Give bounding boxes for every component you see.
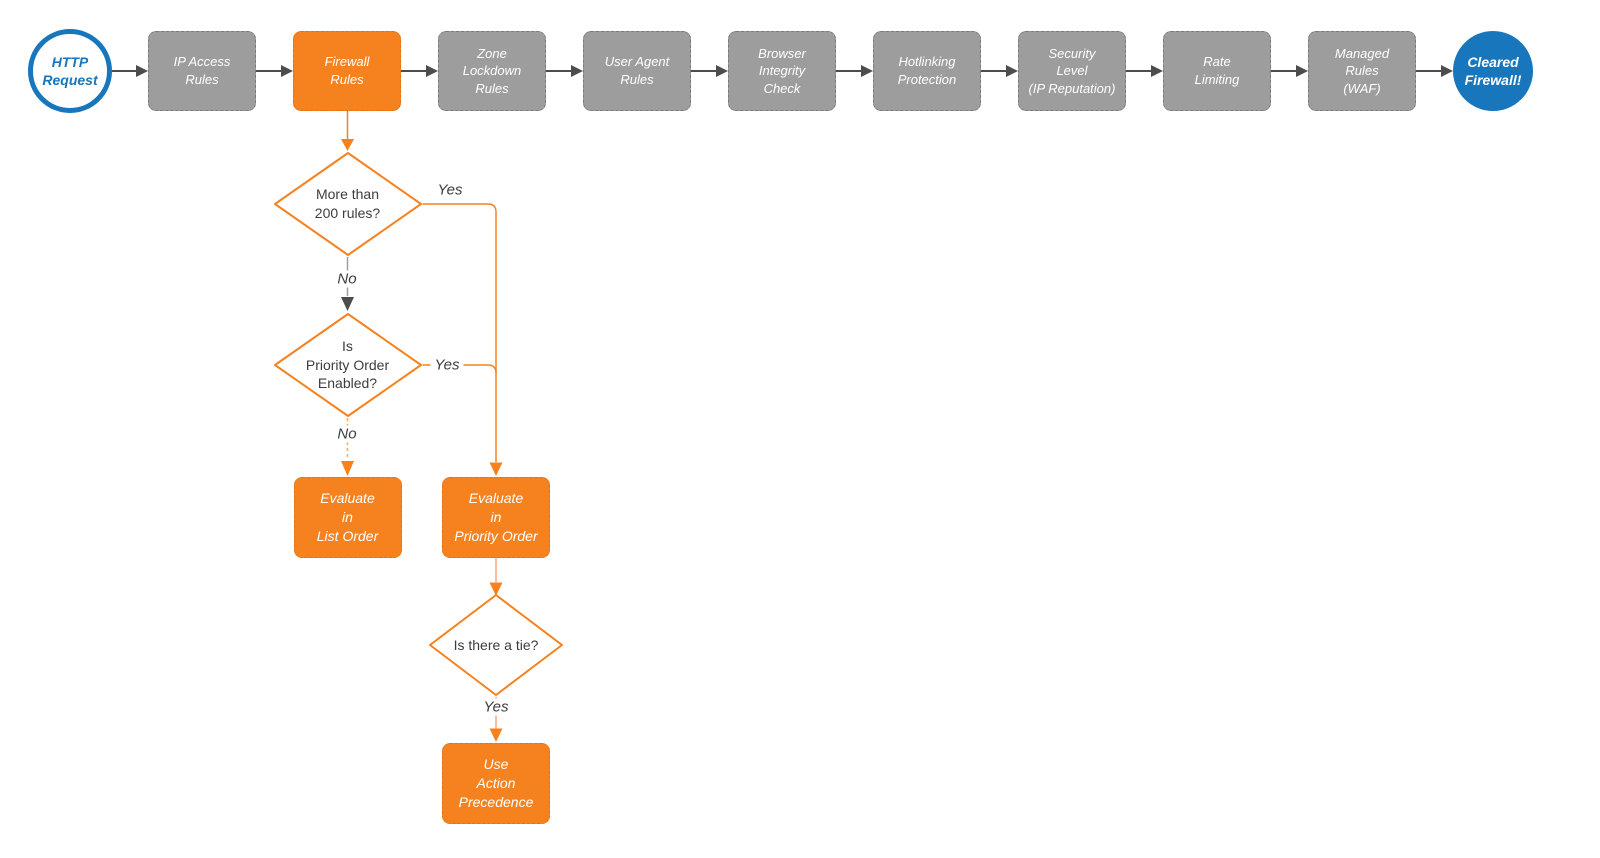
stage-zone-lockdown-rules: Zone Lockdown Rules (438, 31, 546, 111)
flow-arrow-icon (691, 29, 728, 113)
stage-rate-limiting: Rate Limiting (1163, 31, 1271, 111)
decision-question: Is there a tie? (453, 636, 539, 653)
decision-priority-order-enabled: Is Priority Order Enabled? (273, 312, 423, 418)
arrow-head-icon (1441, 65, 1453, 77)
edge-label-no: No (333, 270, 361, 288)
arrow-head-icon (716, 65, 728, 77)
arrow-head-icon (281, 65, 293, 77)
edge-label-no: No (333, 425, 361, 443)
flow-arrow-icon (1126, 29, 1163, 113)
arrow-head-icon (1296, 65, 1308, 77)
decision-question: More than 200 rules? (314, 186, 381, 221)
arrow-shaft (546, 70, 574, 72)
arrow-shaft (836, 70, 864, 72)
stage-browser-integrity-check: Browser Integrity Check (728, 31, 836, 111)
flow-arrow-icon (256, 29, 293, 113)
edge-label-yes: Yes (479, 698, 513, 716)
decision-more-than-200-rules: More than 200 rules? (273, 151, 423, 257)
end-node-cleared-firewall: Cleared Firewall! (1453, 31, 1533, 111)
flow-arrow-icon (546, 29, 583, 113)
arrow-head-icon (136, 65, 148, 77)
edge-label-yes: Yes (430, 356, 464, 374)
arrow-shaft (1416, 70, 1444, 72)
decision-is-there-a-tie: Is there a tie? (428, 593, 564, 697)
action-use-action-precedence: Use Action Precedence (442, 743, 550, 824)
diamond-shape (429, 594, 563, 696)
diamond-shape (273, 152, 422, 256)
flow-arrow-icon (401, 29, 438, 113)
pipeline-row: HTTP Request IP Access Rules Firewall Ru… (28, 29, 1533, 113)
stage-security-level: Security Level (IP Reputation) (1018, 31, 1126, 111)
arrow-shaft (112, 70, 139, 72)
arrow-head-icon (861, 65, 873, 77)
arrow-shaft (691, 70, 719, 72)
arrow-head-icon (571, 65, 583, 77)
arrow-shaft (1271, 70, 1299, 72)
start-node-http-request: HTTP Request (28, 29, 112, 113)
flow-arrow-icon (112, 29, 148, 113)
stage-ip-access-rules: IP Access Rules (148, 31, 256, 111)
decision-question: Is Priority Order Enabled? (305, 337, 390, 392)
arrow-head-icon (426, 65, 438, 77)
stage-firewall-rules: Firewall Rules (293, 31, 401, 111)
stage-user-agent-rules: User Agent Rules (583, 31, 691, 111)
stage-managed-rules-waf: Managed Rules (WAF) (1308, 31, 1416, 111)
flow-arrow-icon (1416, 29, 1453, 113)
arrow-shaft (1126, 70, 1154, 72)
action-evaluate-in-list-order: Evaluate in List Order (293, 477, 402, 558)
flow-arrow-icon (981, 29, 1018, 113)
arrow-shaft (256, 70, 284, 72)
edge-label-yes: Yes (433, 181, 467, 199)
stage-hotlinking-protection: Hotlinking Protection (873, 31, 981, 111)
diamond-shape (273, 313, 422, 417)
action-evaluate-in-priority-order: Evaluate in Priority Order (442, 477, 550, 558)
arrow-head-icon (1006, 65, 1018, 77)
flow-arrow-icon (836, 29, 873, 113)
arrow-shaft (401, 70, 429, 72)
arrow-shaft (981, 70, 1009, 72)
flow-arrow-icon (1271, 29, 1308, 113)
arrow-head-icon (1151, 65, 1163, 77)
